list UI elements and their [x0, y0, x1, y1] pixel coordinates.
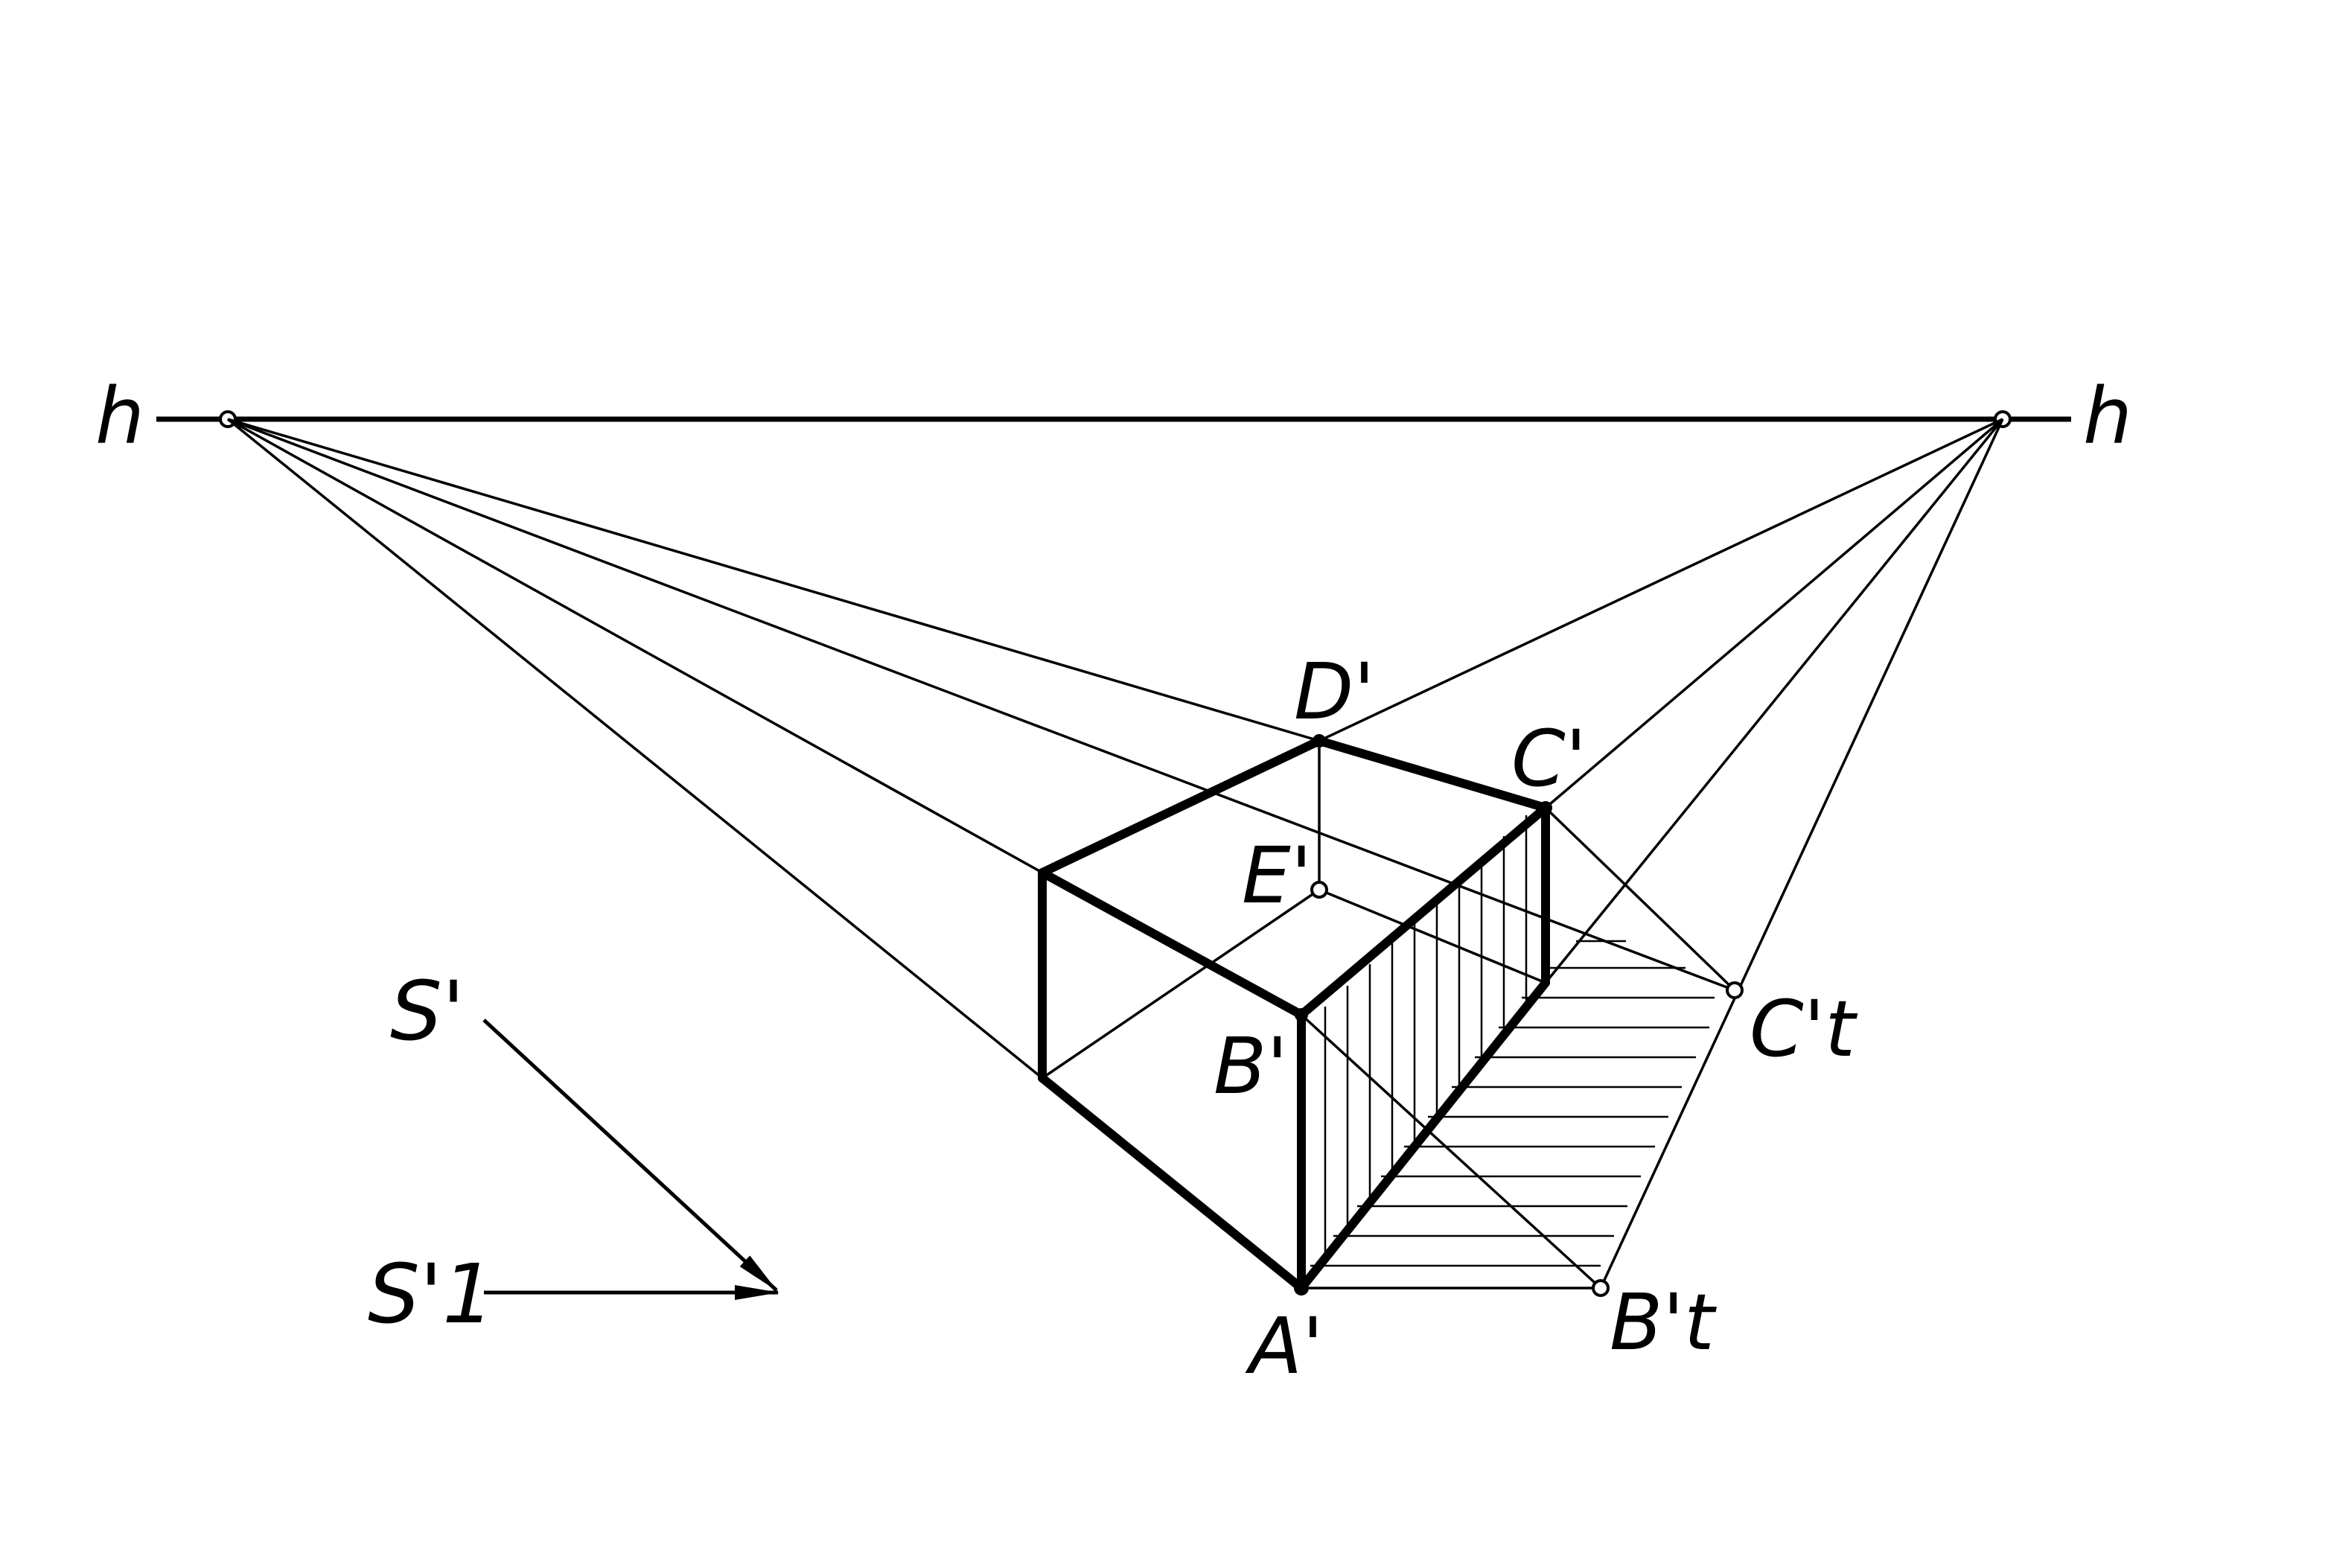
left-vp-rays	[226, 418, 1735, 1080]
arrow-s-prime	[482, 1019, 778, 1292]
label-arrow-s-prime: S'	[390, 963, 465, 1059]
label-point-c: C'	[1511, 713, 1586, 804]
label-point-bt: B't	[1610, 1277, 1717, 1368]
label-horizon-right: h	[2083, 371, 2132, 462]
construction-lines	[1042, 741, 1736, 1290]
label-point-a: A'	[1245, 1301, 1324, 1392]
shadow-hatching	[1310, 940, 1715, 1267]
label-point-b: B'	[1214, 1021, 1288, 1112]
right-vp-rays	[1318, 418, 2004, 1289]
label-horizon-left: h	[95, 371, 144, 462]
label-point-ct: C't	[1750, 984, 1857, 1074]
face-hatching	[1324, 815, 1528, 1258]
vertex-markers	[1294, 734, 1744, 1297]
label-point-e: E'	[1242, 830, 1312, 921]
label-point-d: D'	[1294, 646, 1375, 737]
label-arrow-s-prime-1: S'1	[368, 1246, 494, 1342]
